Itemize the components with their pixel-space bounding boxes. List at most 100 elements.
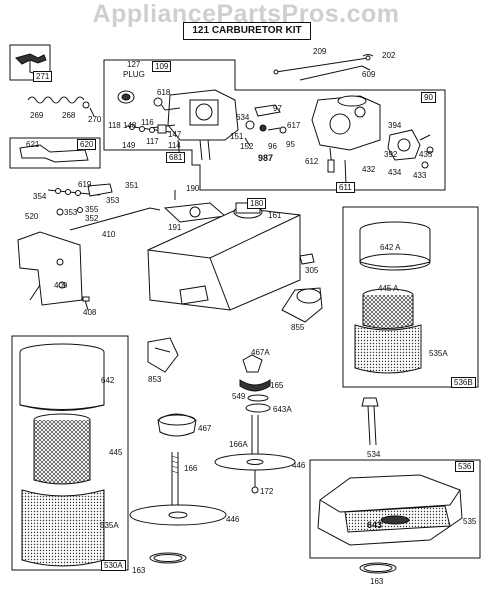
carburetor-small-parts <box>125 124 171 134</box>
label-435: 435 <box>419 150 433 159</box>
label-166: 166 <box>184 464 198 473</box>
label-536: 536 <box>455 461 475 472</box>
label-165: 165 <box>270 381 284 390</box>
part-271-lever <box>9 44 51 81</box>
label-plug: PLUG <box>123 70 145 79</box>
part-611 <box>344 159 347 186</box>
label-355: 355 <box>85 205 99 214</box>
part-127-plug <box>117 90 135 104</box>
part-534-bolt <box>361 397 379 446</box>
part-853-bracket <box>147 337 179 373</box>
label-855: 855 <box>291 323 305 332</box>
label-618: 618 <box>157 88 171 97</box>
label-147: 147 <box>168 130 182 139</box>
label-446-upper: 446 <box>292 461 306 470</box>
label-96: 96 <box>268 142 277 151</box>
label-433: 433 <box>413 171 427 180</box>
carburetor-enclosure <box>103 59 446 191</box>
governor-parts <box>47 183 113 216</box>
label-353-left: 353 <box>64 208 78 217</box>
label-681: 681 <box>166 152 186 163</box>
label-163-right: 163 <box>370 577 384 586</box>
parts-209-202-609-rods <box>273 54 374 81</box>
label-97: 97 <box>273 104 282 113</box>
label-109: 109 <box>152 61 172 72</box>
choke-linkage-parts <box>244 104 287 147</box>
label-305: 305 <box>305 266 319 275</box>
parts-269-268-270-springs <box>27 96 95 117</box>
air-cleaner-530A-set <box>11 335 129 571</box>
label-190: 190 <box>186 184 200 193</box>
air-cleaner-536B-set <box>342 206 479 388</box>
label-268: 268 <box>62 111 76 120</box>
label-172: 172 <box>260 487 274 496</box>
label-166A: 166A <box>229 440 248 449</box>
label-536B: 536B <box>451 377 476 388</box>
label-409: 409 <box>54 281 68 290</box>
label-269: 269 <box>30 111 44 120</box>
label-535: 535 <box>463 517 477 526</box>
label-619: 619 <box>78 180 92 189</box>
part-467-knob <box>157 413 197 437</box>
label-410: 410 <box>102 230 116 239</box>
label-117: 117 <box>146 137 159 146</box>
label-353-right: 353 <box>106 196 120 205</box>
label-467A: 467A <box>251 348 270 357</box>
part-163-gasket-left <box>149 552 187 564</box>
label-634: 634 <box>236 113 250 122</box>
part-163-gasket-right <box>359 562 397 574</box>
part-410-link <box>69 207 161 231</box>
label-620: 620 <box>77 139 97 150</box>
part-408-screw <box>82 296 90 311</box>
label-535A: 535A <box>100 521 119 530</box>
label-617: 617 <box>287 121 301 130</box>
part-166-stud <box>171 452 179 505</box>
label-149: 149 <box>122 141 136 150</box>
label-520: 520 <box>25 212 39 221</box>
label-352: 352 <box>85 214 99 223</box>
wing-nut-stack-upper <box>239 354 271 413</box>
label-530A: 530A <box>101 560 126 571</box>
carburetor-body <box>149 89 239 161</box>
label-535A-top: 535A <box>429 349 448 358</box>
label-987: 987 <box>258 153 274 163</box>
label-609: 609 <box>362 70 376 79</box>
label-643A: 643A <box>273 405 292 414</box>
label-853: 853 <box>148 375 162 384</box>
label-116: 116 <box>141 118 154 127</box>
fuel-pump-body <box>311 95 381 173</box>
label-270: 270 <box>88 115 102 124</box>
label-114: 114 <box>168 141 181 150</box>
label-161: 161 <box>268 211 282 220</box>
parts-621-620-bracket <box>9 137 101 169</box>
label-127: 127 <box>127 60 141 69</box>
part-446-plate-lower <box>129 504 227 526</box>
part-191-gasket <box>163 190 227 223</box>
label-432: 432 <box>362 165 376 174</box>
label-642A: 642 A <box>380 243 401 252</box>
label-95: 95 <box>286 140 295 149</box>
label-612: 612 <box>305 157 319 166</box>
label-354: 354 <box>33 192 47 201</box>
label-209: 209 <box>313 47 327 56</box>
label-152: 152 <box>240 142 254 151</box>
label-392: 392 <box>384 150 398 159</box>
label-408: 408 <box>83 308 97 317</box>
label-534: 534 <box>367 450 381 459</box>
label-118: 118 <box>108 121 121 130</box>
label-191: 191 <box>168 223 182 232</box>
part-409-bracket <box>17 231 83 306</box>
label-351: 351 <box>125 181 139 190</box>
air-cleaner-536-set <box>309 459 481 559</box>
label-271: 271 <box>33 71 53 82</box>
label-151: 151 <box>230 132 244 141</box>
label-90: 90 <box>421 92 436 103</box>
label-394: 394 <box>388 121 402 130</box>
label-642: 642 <box>101 376 115 385</box>
label-445A: 445 A <box>378 284 399 293</box>
label-148: 148 <box>123 121 137 130</box>
label-445: 445 <box>109 448 123 457</box>
label-446-lower: 446 <box>226 515 240 524</box>
part-305 <box>299 253 315 265</box>
label-434: 434 <box>388 168 402 177</box>
